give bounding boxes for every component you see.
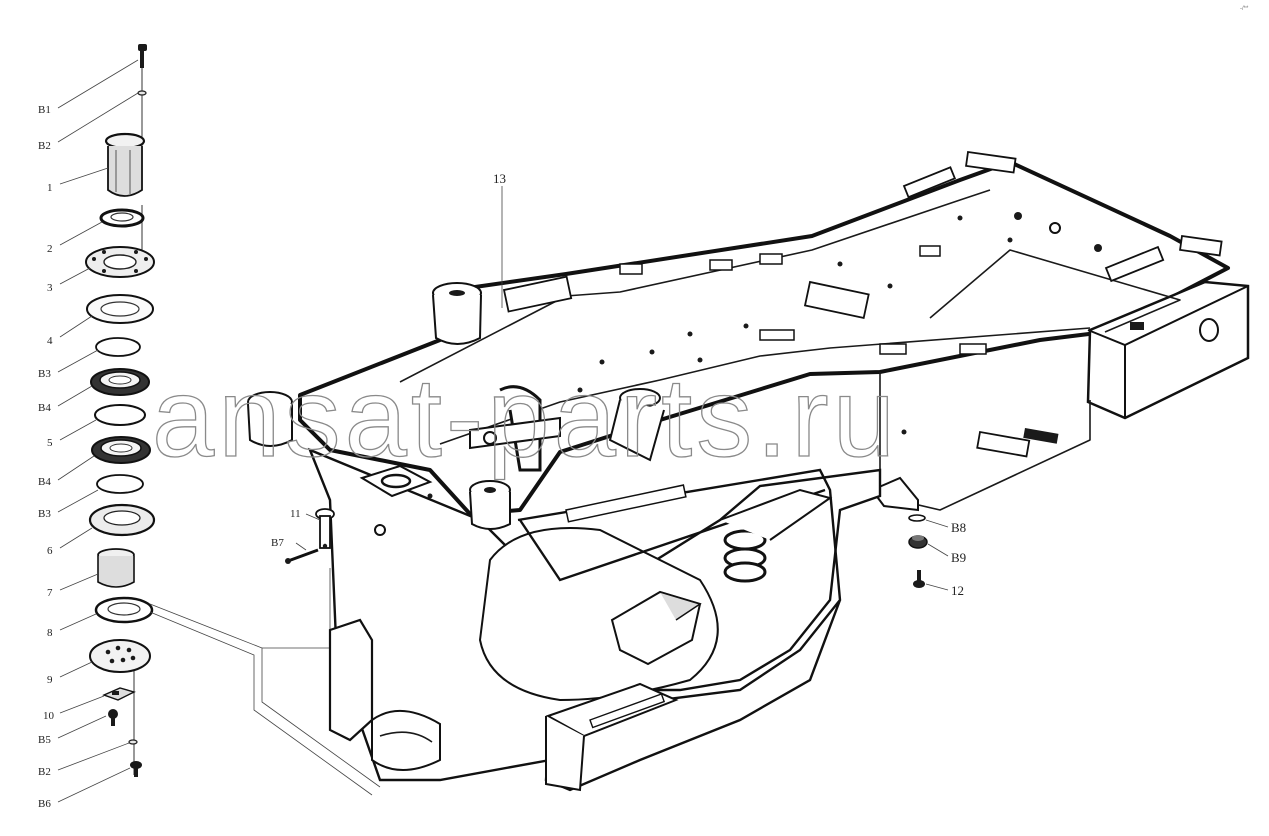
label-b3-lower: B3 xyxy=(38,508,51,520)
label-12: 12 xyxy=(951,583,964,598)
stack-label-group: B1 B2 1 2 3 4 B3 B4 5 B4 B3 6 7 8 9 10 B… xyxy=(38,59,139,810)
label-b2: B2 xyxy=(38,140,51,152)
part-washer-b2-lower xyxy=(128,739,138,745)
leader-12 xyxy=(925,583,949,591)
label-b5: B5 xyxy=(38,734,51,746)
part-seal-ring-2 xyxy=(99,208,145,228)
frame-side-beam-front xyxy=(517,468,842,792)
assembly-path-line xyxy=(262,568,331,649)
pivot-cup-rear xyxy=(432,282,482,345)
label-9: 9 xyxy=(47,674,53,686)
label-b6: B6 xyxy=(38,798,51,810)
part-washer-b8 xyxy=(908,514,926,522)
pivot-plate-left xyxy=(359,464,433,498)
label-11: 11 xyxy=(290,508,301,520)
part-pin-bolt-b7 xyxy=(285,548,319,564)
pivot-cup-center xyxy=(469,480,511,530)
label-1: 1 xyxy=(47,182,53,194)
part-nut-b9 xyxy=(908,535,928,549)
label-b2-lower: B2 xyxy=(38,766,51,778)
pivot-cup-left xyxy=(247,391,293,447)
frame-deck-details xyxy=(374,150,1223,536)
frame-left-lower-beam xyxy=(328,618,374,742)
part-plate-10 xyxy=(102,687,136,701)
part-thrust-ring-8 xyxy=(94,596,154,624)
label-6: 6 xyxy=(47,545,53,557)
leader-11 xyxy=(305,513,321,521)
leader-b7 xyxy=(295,542,307,551)
leader-b8 xyxy=(925,519,949,528)
part-bushing-1 xyxy=(104,132,146,197)
part-pin-11 xyxy=(315,508,335,549)
articulation-joint xyxy=(719,488,833,583)
part-sleeve-7 xyxy=(97,548,135,588)
part-ring-b3-lower xyxy=(96,474,144,494)
label-2: 2 xyxy=(47,243,53,255)
label-b1: B1 xyxy=(38,104,51,116)
label-b7: B7 xyxy=(271,537,284,549)
part-bearing-b4-upper xyxy=(90,368,150,396)
label-b9: B9 xyxy=(951,550,966,565)
part-bearing-b4-lower xyxy=(91,436,151,464)
corner-mark: -/** xyxy=(1240,6,1249,12)
hydraulic-link-bracket xyxy=(469,385,561,472)
frame-mount-bracket xyxy=(870,476,919,512)
label-b4-lower: B4 xyxy=(38,476,51,488)
label-10: 10 xyxy=(43,710,55,722)
frame-pivot-ring xyxy=(379,731,433,743)
exploded-component-stack xyxy=(85,44,381,796)
label-3: 3 xyxy=(47,282,53,294)
frame-pivot-housings xyxy=(247,282,833,666)
part-thrust-washer-4 xyxy=(86,294,154,324)
part-flange-3 xyxy=(85,246,155,278)
frame-pivot-housing-lower xyxy=(371,709,441,771)
label-7: 7 xyxy=(47,587,53,599)
part-ring-b3-upper xyxy=(95,337,141,357)
label-b3: B3 xyxy=(38,368,51,380)
main-frame-assembly xyxy=(247,150,1250,792)
part-bolt-12 xyxy=(913,570,925,588)
part-washer-b2 xyxy=(137,90,147,96)
frame-upper-rail xyxy=(399,189,991,383)
label-b8: B8 xyxy=(951,520,966,535)
part-bolt-b5 xyxy=(108,709,118,726)
frame-rear-deck-plate xyxy=(929,249,1181,333)
label-4: 4 xyxy=(47,335,53,347)
frame-top-deck-outline xyxy=(298,160,1230,516)
part-bolt-b1 xyxy=(138,44,147,68)
cylinder-mount-center xyxy=(608,388,665,462)
part-cap-flange-6 xyxy=(88,503,156,537)
part-perforated-cap-9 xyxy=(89,639,151,673)
watermark-text: ansat-parts.ru xyxy=(152,355,899,480)
part-bolt-b6 xyxy=(130,761,142,777)
frame-rear-beam xyxy=(1086,280,1250,420)
label-13: 13 xyxy=(493,171,506,186)
label-8: 8 xyxy=(47,627,53,639)
assembly-path-line xyxy=(149,603,381,788)
part-ring-5 xyxy=(94,404,146,426)
lower-cylinder-mount xyxy=(610,590,702,666)
label-b4: B4 xyxy=(38,402,51,414)
leader-b9 xyxy=(927,543,949,557)
label-5: 5 xyxy=(47,437,53,449)
frame-right-wall xyxy=(879,372,1091,511)
assembly-path-line xyxy=(149,611,373,796)
